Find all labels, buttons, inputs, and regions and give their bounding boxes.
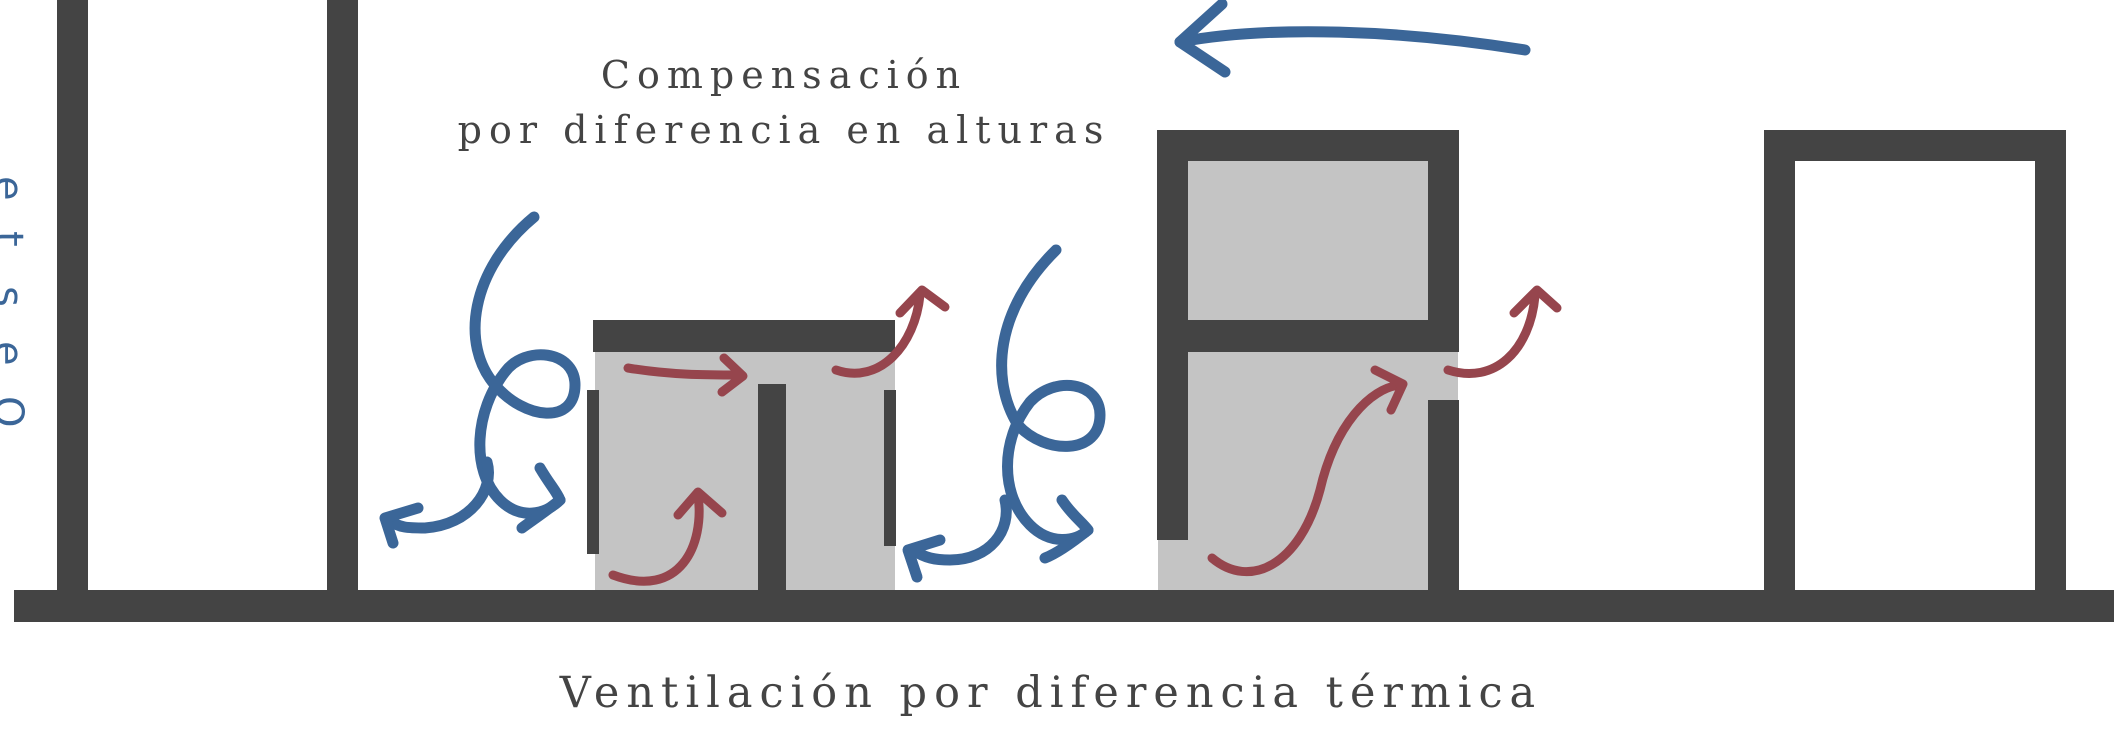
side-letter-5: O: [0, 396, 31, 427]
cool-air-swirl-left: [379, 211, 581, 549]
warm-air-tall-exit-head: [1509, 285, 1562, 318]
right-frame-right-post: [2035, 130, 2066, 592]
cool-air-swirl-middle-head-1: [1039, 494, 1094, 564]
small-building-right-window: [884, 390, 896, 546]
cool-air-swirl-left-tail: [382, 456, 494, 534]
cool-air-swirl-left-head-2: [379, 502, 424, 549]
cool-air-swirl-middle-path: [996, 244, 1106, 545]
tall-building-right-wall-upper: [1428, 130, 1459, 340]
warm-air-tall-inner-head: [1370, 365, 1408, 415]
thermal-ventilation-caption: Ventilación por diferencia térmica: [559, 668, 1542, 718]
tall-building-lower-room: [1158, 352, 1458, 592]
side-letter-2: t: [0, 231, 31, 247]
compensation-title-line2: por diferencia en alturas: [458, 108, 1111, 152]
small-building-interior: [595, 350, 895, 592]
small-building-partition: [758, 384, 786, 592]
tall-building-right-wall-lower: [1428, 400, 1459, 592]
cool-air-swirl-middle-head-2: [902, 534, 946, 583]
small-building-left-window: [587, 390, 599, 554]
warm-air-small-top-path: [623, 363, 745, 380]
warm-air-small-exit-head: [895, 285, 950, 318]
warm-air-tall-inner-path: [1207, 380, 1405, 577]
right-frame-top: [1764, 130, 2066, 161]
warm-air-small-building: [608, 285, 950, 586]
cool-air-swirl-middle: [902, 244, 1106, 583]
warm-air-small-bottom-path: [608, 490, 704, 586]
small-building-roof: [593, 320, 895, 352]
warm-air-small-exit-path: [831, 290, 925, 378]
left-post-1: [57, 0, 88, 592]
tall-building-roof: [1157, 130, 1459, 161]
wind-arrow-top-head: [1174, 0, 1231, 78]
side-letter-4: e: [0, 341, 31, 366]
warm-air-tall-exit-path: [1443, 291, 1540, 378]
side-label-oeste: e t s e O: [0, 176, 31, 427]
ground-line: [14, 590, 2114, 622]
wind-arrow-top: [1174, 0, 1531, 78]
warm-air-small-bottom-head: [673, 487, 727, 520]
wind-arrow-top-shaft: [1174, 26, 1531, 56]
tall-building-upper-room: [1186, 160, 1428, 320]
tall-building-floor-slab: [1157, 320, 1459, 352]
warm-air-tall-building: [1207, 285, 1562, 577]
cool-air-swirl-left-path: [469, 211, 581, 519]
cool-air-swirl-left-head-1: [516, 462, 566, 534]
warm-air-small-top-head: [717, 353, 748, 397]
side-letter-3: s: [0, 286, 31, 307]
cool-air-swirl-middle-tail: [907, 494, 1012, 566]
left-post-2: [327, 0, 358, 592]
right-frame-left-post: [1764, 130, 1795, 592]
compensation-title-line1: Compensación: [601, 53, 967, 97]
side-letter-1: e: [0, 176, 31, 201]
